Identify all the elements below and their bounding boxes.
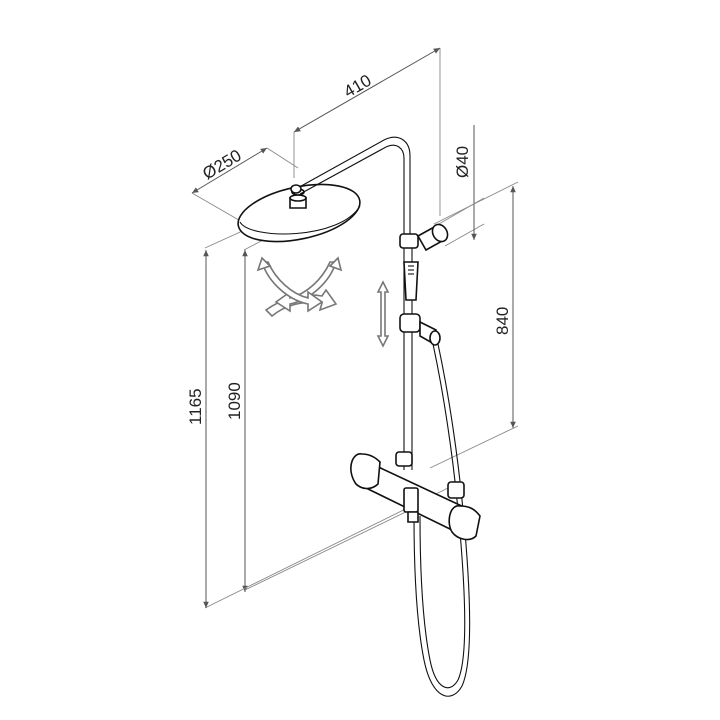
overhead-arm [290,136,411,236]
upper-wall-bracket [399,223,449,252]
dimension-overall-height: 1165 [186,221,449,609]
dimension-label-rail-height: 840 [493,307,512,335]
slide-holder [399,313,441,346]
dimension-label-overall-height: 1165 [186,388,205,425]
dimension-label-rail-diameter: Ø40 [453,146,472,178]
shower-hose [413,343,471,697]
handshower [403,261,419,301]
dimension-label-bracket-height: 1090 [225,382,244,420]
vertical-slide-arrow-icon [376,280,390,348]
dimension-rail-height: 840 [429,181,519,469]
dimension-label-showerhead-diameter: Ø250 [199,146,244,184]
thermostatic-mixer [350,451,481,541]
swivel-arrows-icon [256,256,343,318]
dimension-bracket-height: 1090 [225,223,295,592]
dimension-label-arm-reach: 410 [341,71,375,102]
